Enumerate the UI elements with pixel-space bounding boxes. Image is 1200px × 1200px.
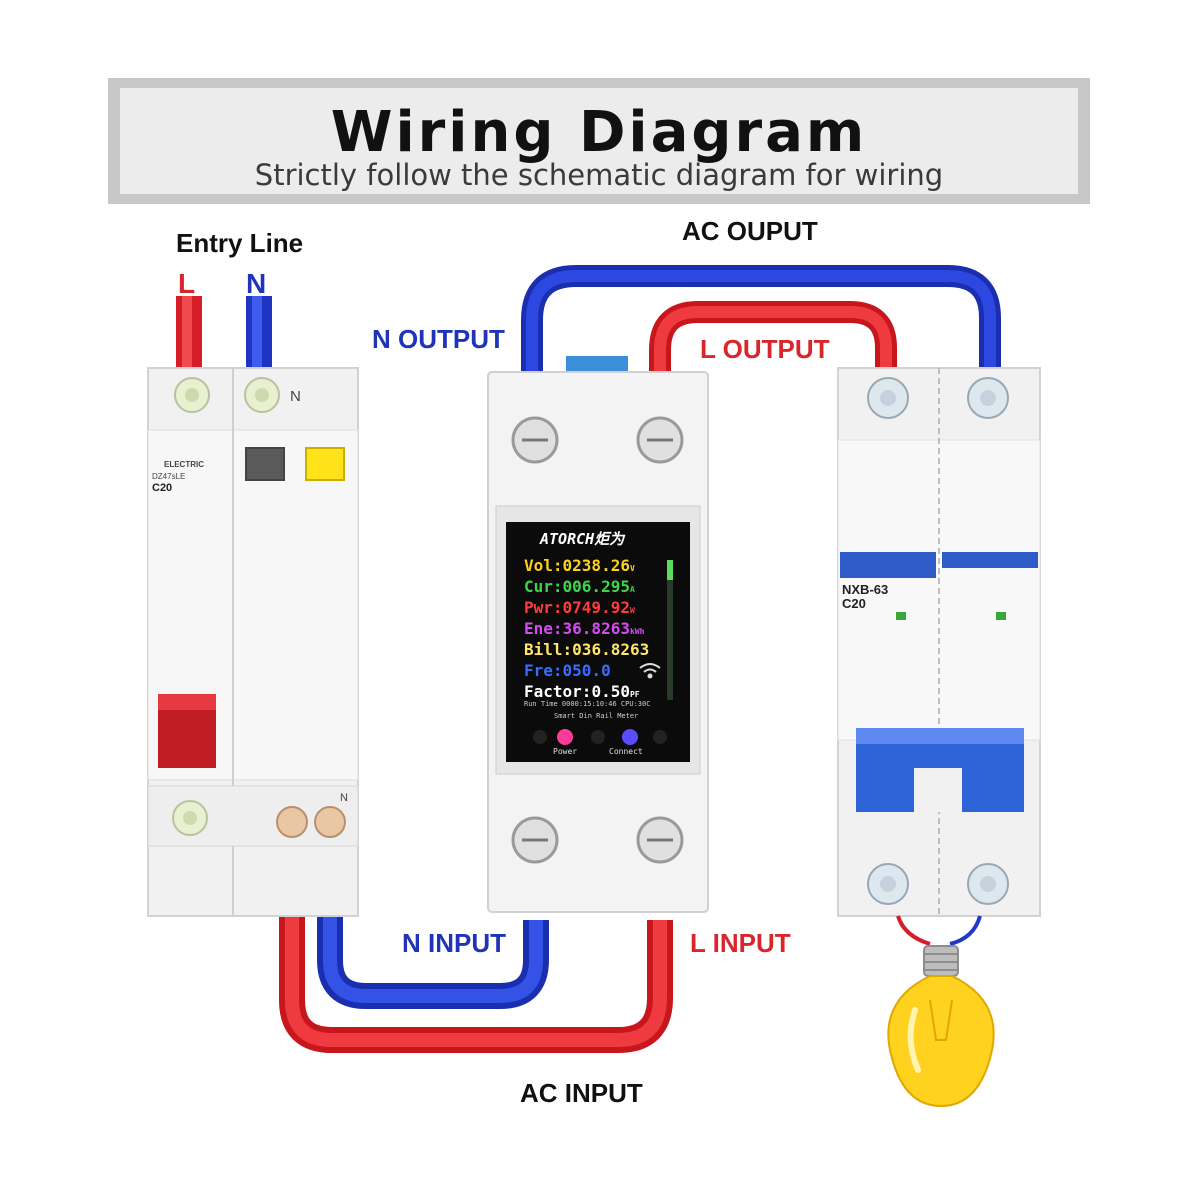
diagram-subtitle: Strictly follow the schematic diagram fo… bbox=[254, 158, 944, 192]
entry-neutral-label: N bbox=[246, 268, 267, 299]
bulb-neutral-wire bbox=[949, 915, 982, 946]
meter-brand: ATORCH炬为 bbox=[540, 528, 624, 549]
meter-reading-label: Fre: bbox=[524, 661, 563, 680]
meter-reading-unit: W bbox=[629, 606, 635, 615]
diagram-title: Wiring Diagram bbox=[330, 100, 868, 165]
meter-power-label: Power bbox=[553, 747, 578, 756]
meter-reading-value: 0749.92 bbox=[562, 598, 630, 617]
meter-reading-value: 006.295 bbox=[562, 577, 630, 596]
meter-reading-row: Factor:0.50PF bbox=[524, 682, 640, 701]
ac-output-label: AC OUPUT bbox=[682, 216, 818, 246]
meter-model-line: Smart Din Rail Meter bbox=[554, 712, 639, 720]
l-input-label: L INPUT bbox=[690, 928, 791, 958]
left-breaker-brand: ELECTRIC bbox=[164, 460, 204, 469]
meter-reading-label: Pwr: bbox=[524, 598, 563, 617]
meter-reading-row: Cur:006.295A bbox=[524, 577, 635, 596]
power-led bbox=[557, 729, 573, 745]
ac-input-label: AC INPUT bbox=[520, 1078, 643, 1108]
meter-reading-row: Ene:36.8263kWh bbox=[524, 619, 644, 638]
meter-reading-value: 0.50 bbox=[591, 682, 630, 701]
meter-reading-value: 36.8263 bbox=[562, 619, 630, 638]
header-banner: Wiring Diagram Strictly follow the schem… bbox=[108, 78, 1090, 204]
n-input-label: N INPUT bbox=[402, 928, 506, 958]
left-breaker-model: DZ47sLE bbox=[152, 472, 186, 481]
meter-reading-value: 050.0 bbox=[562, 661, 611, 680]
left-breaker-reset-button bbox=[245, 447, 285, 481]
entry-live-label: L bbox=[178, 268, 196, 299]
right-breaker bbox=[837, 367, 1041, 917]
meter-reading-unit: A bbox=[629, 585, 635, 594]
left-breaker-rating: C20 bbox=[152, 482, 173, 494]
left-breaker bbox=[147, 367, 359, 917]
meter-brand-cn: 炬为 bbox=[594, 530, 625, 548]
entry-line-label: Entry Line bbox=[176, 228, 304, 258]
meter-reading-row: Pwr:0749.92W bbox=[524, 598, 635, 617]
meter-reading-label: Ene: bbox=[524, 619, 563, 638]
meter-reading-label: Vol: bbox=[524, 556, 563, 575]
meter-connect-label: Connect bbox=[609, 747, 643, 756]
energy-meter bbox=[487, 356, 709, 913]
meter-reading-value: 0238.26 bbox=[562, 556, 630, 575]
header-banner-inner: Wiring Diagram Strictly follow the schem… bbox=[120, 88, 1078, 194]
meter-run-time: Run Time 0000:15:10:46 CPU:30C bbox=[524, 700, 651, 708]
left-breaker-n-mark-bottom: N bbox=[340, 792, 348, 804]
left-breaker-n-mark: N bbox=[290, 388, 301, 405]
right-breaker-model: NXB-63 bbox=[842, 582, 889, 597]
light-bulb-icon bbox=[887, 945, 995, 1108]
n-output-label: N OUTPUT bbox=[372, 324, 505, 354]
meter-reading-label: Cur: bbox=[524, 577, 563, 596]
right-breaker-rating: C20 bbox=[842, 596, 866, 611]
meter-reading-row: Vol:0238.26V bbox=[524, 556, 635, 575]
connect-led bbox=[622, 729, 638, 745]
meter-reading-value: 036.8263 bbox=[572, 640, 650, 659]
bulb-live-wire bbox=[896, 915, 931, 946]
meter-reading-row: Fre:050.0 bbox=[524, 661, 611, 680]
meter-reading-label: Factor: bbox=[524, 682, 592, 701]
meter-reading-label: Bill: bbox=[524, 640, 573, 659]
meter-reading-row: Bill:036.8263 bbox=[524, 640, 649, 659]
meter-reading-unit: kWh bbox=[629, 627, 645, 636]
meter-display bbox=[506, 522, 690, 762]
left-breaker-test-button bbox=[305, 447, 345, 481]
l-output-label: L OUTPUT bbox=[700, 334, 830, 364]
meter-reading-unit: PF bbox=[629, 690, 640, 699]
meter-brand-en: ATORCH bbox=[540, 530, 595, 548]
wifi-icon bbox=[639, 663, 661, 679]
meter-reading-unit: V bbox=[629, 564, 635, 573]
